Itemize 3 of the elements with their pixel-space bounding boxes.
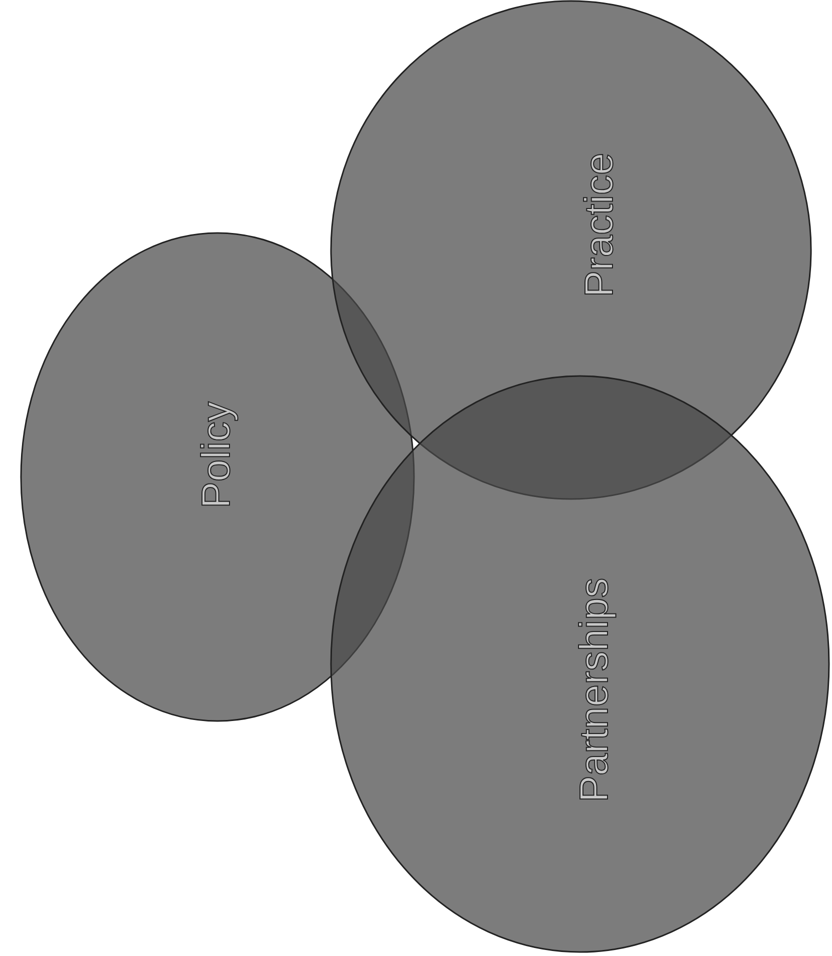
circle-label: Policy <box>194 402 240 508</box>
circle-label: Partnerships <box>572 578 618 802</box>
circle-label: Practice <box>578 152 622 298</box>
